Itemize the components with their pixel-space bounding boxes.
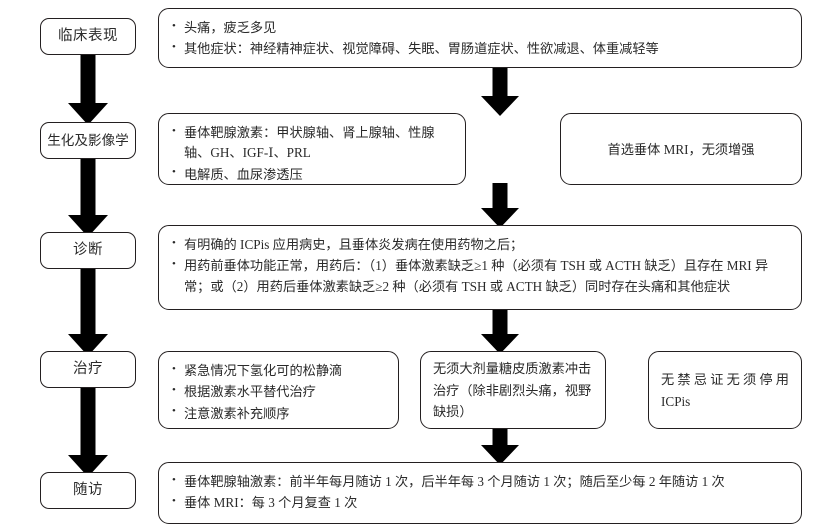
diagnosis-list: 有明确的 ICPis 应用病史，且垂体炎发病在使用药物之后； 用药前垂体功能正常… <box>171 234 789 297</box>
content-arrow-4-to-5 <box>480 427 520 465</box>
list-item: 注意激素补充顺序 <box>171 403 386 424</box>
symptoms-list: 头痛，疲乏多见 其他症状：神经精神症状、视觉障碍、失眠、胃肠道症状、性欲减退、体… <box>171 17 789 60</box>
stage-arrow-4-to-5 <box>68 387 108 477</box>
list-item: 垂体靶腺轴激素：前半年每月随访 1 次，后半年每 3 个月随访 1 次；随后至少… <box>171 471 789 492</box>
content-box-diagnosis[interactable]: 有明确的 ICPis 应用病史，且垂体炎发病在使用药物之后； 用药前垂体功能正常… <box>158 225 802 310</box>
stage-label-clinical: 临床表现 <box>58 28 118 45</box>
stage-box-clinical[interactable]: 临床表现 <box>40 18 136 55</box>
content-box-treatment-no-pulse[interactable]: 无须大剂量糖皮质激素冲击治疗（除非剧烈头痛，视野缺损） <box>420 351 606 429</box>
list-item: 垂体靶腺激素：甲状腺轴、肾上腺轴、性腺轴、GH、IGF-Ⅰ、PRL <box>171 123 453 164</box>
imaging-text: 首选垂体 MRI，无须增强 <box>607 141 755 157</box>
stage-arrow-2-to-3 <box>68 157 108 237</box>
list-item: 根据激素水平替代治疗 <box>171 382 386 402</box>
labs-list: 垂体靶腺激素：甲状腺轴、肾上腺轴、性腺轴、GH、IGF-Ⅰ、PRL 电解质、血尿… <box>171 123 453 185</box>
list-item: 头痛，疲乏多见 <box>171 17 789 38</box>
stage-label-treatment: 治疗 <box>73 361 103 378</box>
stage-arrow-1-to-2 <box>68 53 108 125</box>
stage-box-biochem-imaging[interactable]: 生化及影像学 <box>40 122 136 159</box>
stage-label-diagnosis: 诊断 <box>73 242 103 259</box>
content-arrow-1-to-2 <box>480 66 520 116</box>
list-item: 其他症状：神经精神症状、视觉障碍、失眠、胃肠道症状、性欲减退、体重减轻等 <box>171 39 789 59</box>
stage-arrow-3-to-4 <box>68 268 108 356</box>
treatment-continue-line1: 无禁忌证无须停用 <box>661 372 789 388</box>
list-item: 用药前垂体功能正常，用药后：（1）垂体激素缺乏≥1 种（必须有 TSH 或 AC… <box>171 256 789 297</box>
followup-list: 垂体靶腺轴激素：前半年每月随访 1 次，后半年每 3 个月随访 1 次；随后至少… <box>171 471 789 514</box>
list-item: 紧急情况下氢化可的松静滴 <box>171 360 386 381</box>
list-item: 有明确的 ICPis 应用病史，且垂体炎发病在使用药物之后； <box>171 234 789 255</box>
stage-box-followup[interactable]: 随访 <box>40 472 136 509</box>
list-item: 垂体 MRI：每 3 个月复查 1 次 <box>171 493 789 513</box>
content-box-imaging[interactable]: 首选垂体 MRI，无须增强 <box>560 113 802 185</box>
content-arrow-3-to-4 <box>480 308 520 354</box>
content-box-treatment-steroid[interactable]: 紧急情况下氢化可的松静滴 根据激素水平替代治疗 注意激素补充顺序 <box>158 351 399 429</box>
treatment-steroid-list: 紧急情况下氢化可的松静滴 根据激素水平替代治疗 注意激素补充顺序 <box>171 360 386 424</box>
content-arrow-2-to-3 <box>480 183 520 228</box>
content-box-followup[interactable]: 垂体靶腺轴激素：前半年每月随访 1 次，后半年每 3 个月随访 1 次；随后至少… <box>158 462 802 524</box>
stage-label-biochem-imaging: 生化及影像学 <box>47 132 129 148</box>
list-item: 电解质、血尿渗透压 <box>171 164 453 185</box>
treatment-no-pulse-text: 无须大剂量糖皮质激素冲击治疗（除非剧烈头痛，视野缺损） <box>433 361 592 420</box>
content-box-labs[interactable]: 垂体靶腺激素：甲状腺轴、肾上腺轴、性腺轴、GH、IGF-Ⅰ、PRL 电解质、血尿… <box>158 113 466 185</box>
content-box-treatment-continue[interactable]: 无禁忌证无须停用 ICPis <box>648 351 802 429</box>
stage-box-treatment[interactable]: 治疗 <box>40 351 136 388</box>
treatment-continue-line2: ICPis <box>661 393 691 409</box>
stage-label-followup: 随访 <box>73 482 103 499</box>
content-box-symptoms[interactable]: 头痛，疲乏多见 其他症状：神经精神症状、视觉障碍、失眠、胃肠道症状、性欲减退、体… <box>158 8 802 68</box>
stage-box-diagnosis[interactable]: 诊断 <box>40 232 136 269</box>
